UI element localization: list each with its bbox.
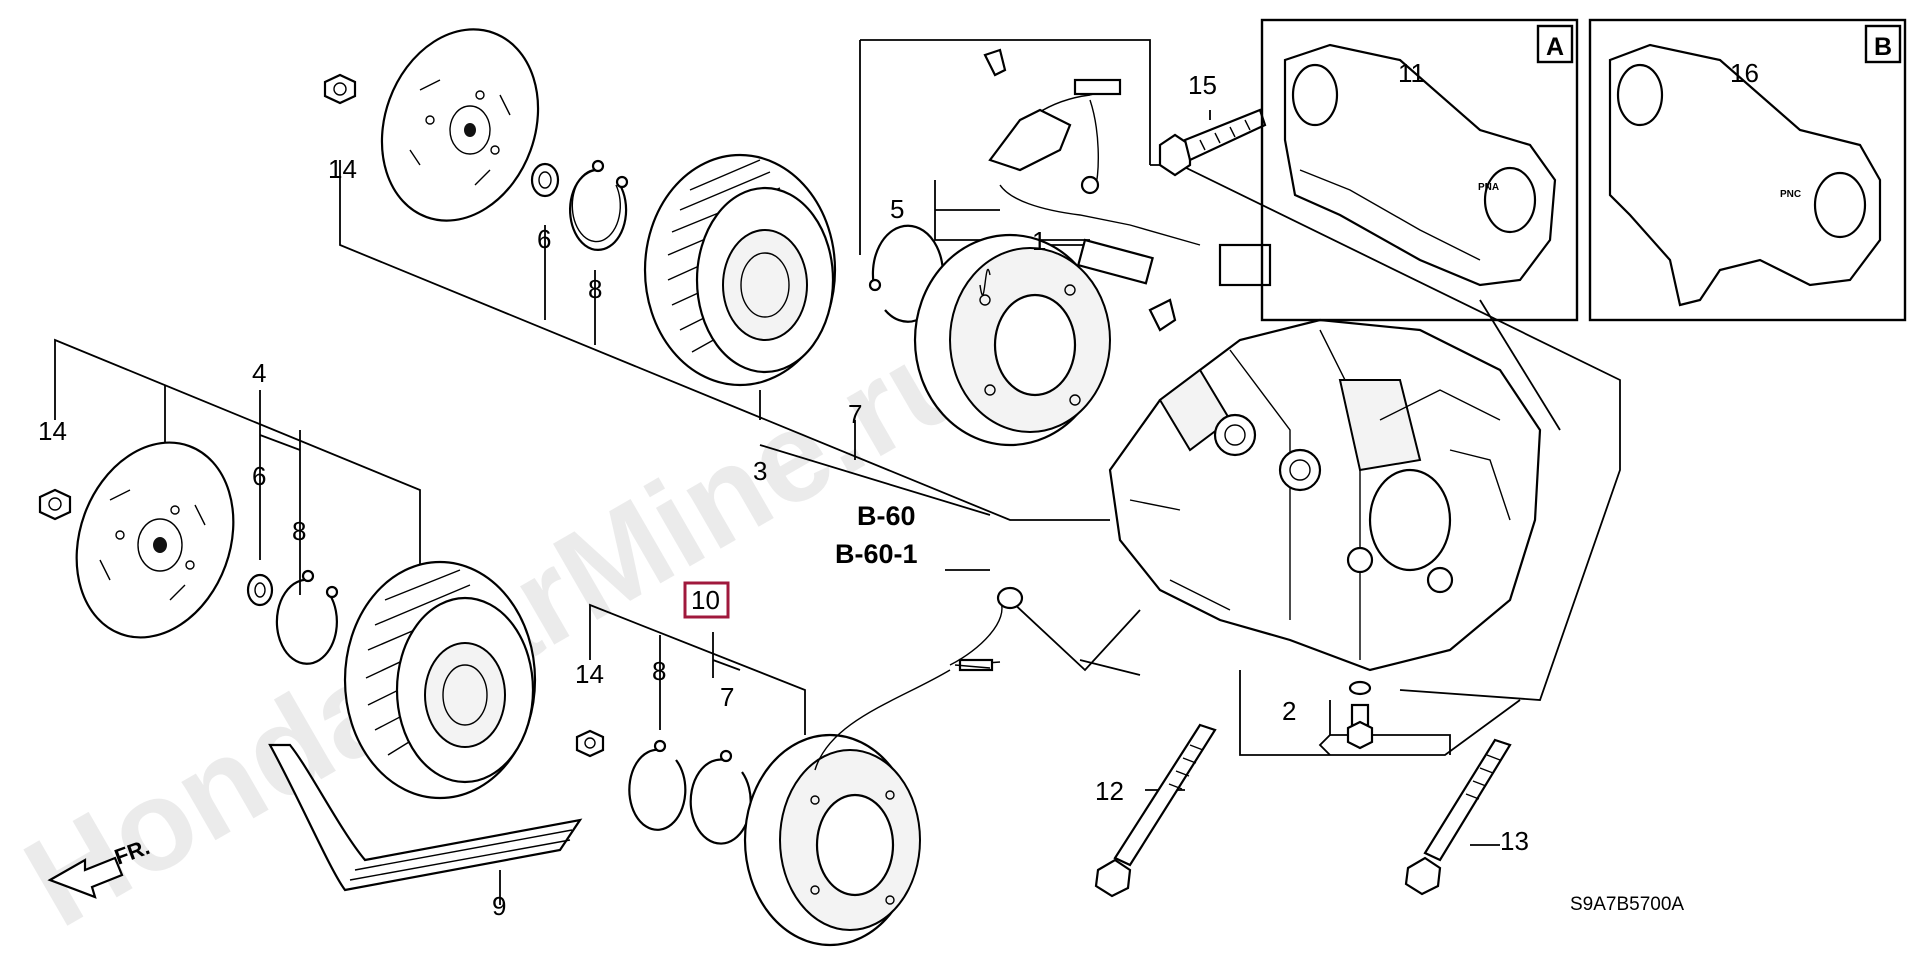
callout-10-highlight[interactable]: 10 [683,581,730,619]
snap-ring-8-lower [275,569,339,665]
snap-ring-8-upper [569,159,629,251]
callout-1[interactable]: 1 [1032,226,1046,256]
shim-6-upper [530,162,560,198]
callout-6-upper[interactable]: 6 [537,224,551,254]
nut-14-lower-right [575,729,605,758]
callout-4[interactable]: 4 [252,358,266,388]
callout-2[interactable]: 2 [1282,696,1296,726]
detail-box-a-letter: A [1546,33,1564,61]
detail-box-a [1260,18,1579,322]
ref-wire-b60 [949,586,1024,669]
drive-belt-9 [268,743,583,892]
callout-5[interactable]: 5 [890,194,904,224]
callout-7-mid[interactable]: 7 [720,682,734,712]
pulley-lower [343,560,537,800]
front-arrow-icon [47,856,124,899]
callout-14-coil[interactable]: 14 [575,659,604,689]
nut-14-upper [323,73,357,105]
reference-b60-1[interactable]: B-60-1 [835,539,918,569]
bolt-12 [1094,723,1217,898]
snap-ring-7-upper [868,224,945,323]
pulley-upper [643,153,837,387]
bolt-15 [1158,108,1267,177]
detail-box-b-tag: PNC [1780,189,1801,200]
field-coil-lower [743,658,1001,947]
drain-plug-2 [1346,680,1374,750]
reference-b60[interactable]: B-60 [857,501,916,531]
detail-box-a-tag: PNA [1478,182,1499,193]
snap-ring-7-coil [689,749,752,845]
compressor-body [1108,318,1542,672]
callout-8-coil[interactable]: 8 [652,656,666,686]
snap-ring-8-coil [628,739,687,831]
field-coil-upper [913,233,1111,447]
callout-9[interactable]: 9 [492,891,506,921]
callout-12[interactable]: 12 [1095,776,1124,806]
callout-15[interactable]: 15 [1188,70,1217,100]
armature-plate-lower [75,441,235,639]
detail-box-b [1588,18,1907,322]
shim-6-lower [246,573,274,607]
callout-7-upper[interactable]: 7 [848,399,862,429]
callout-13[interactable]: 13 [1500,826,1529,856]
callout-3[interactable]: 3 [753,456,767,486]
callout-10[interactable]: 10 [691,585,720,615]
callout-8-upper[interactable]: 8 [588,274,602,304]
armature-plate-upper [380,28,540,222]
callout-6-lower[interactable]: 6 [252,461,266,491]
callout-16[interactable]: 16 [1730,58,1759,88]
callout-14-left[interactable]: 14 [38,416,67,446]
callout-8-lower[interactable]: 8 [292,516,306,546]
bolt-13 [1404,738,1512,896]
callout-14-upper[interactable]: 14 [328,154,357,184]
detail-box-b-letter: B [1874,33,1892,61]
callout-11[interactable]: 11 [1398,58,1425,88]
nut-14-lower-left [38,488,72,521]
diagram-code: S9A7B5700A [1570,894,1684,915]
